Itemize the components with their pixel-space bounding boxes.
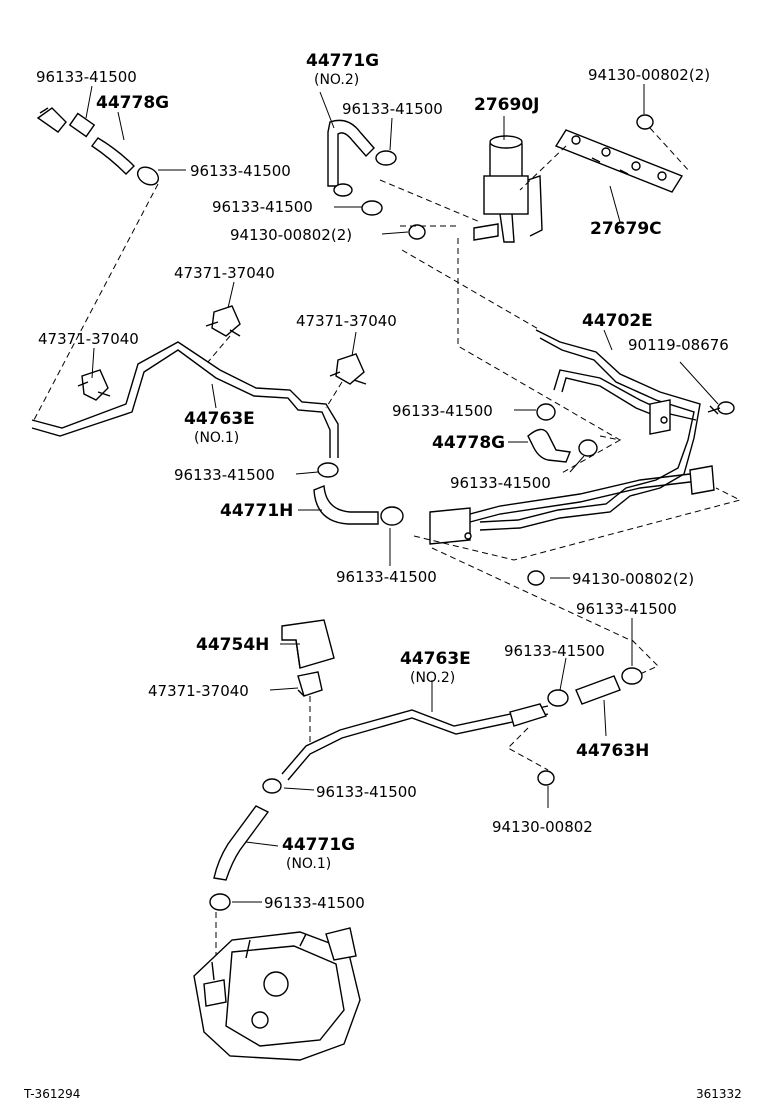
part-label: (NO.2) (314, 72, 359, 88)
part-label: 96133-41500 (316, 783, 417, 801)
leader-lines (85, 84, 719, 903)
hose-44763h (575, 675, 621, 705)
part-label: (NO.1) (194, 430, 239, 446)
part-label: 47371-37040 (148, 682, 249, 700)
part-label: 44754H (196, 635, 269, 655)
engine-component (193, 927, 361, 1061)
clamp-icon (578, 439, 598, 457)
hose-44771h (313, 484, 379, 525)
clamp-icon (262, 778, 282, 794)
part-label: 27679C (590, 219, 662, 239)
clamp-icon (209, 893, 231, 911)
clamp-icon (317, 462, 339, 478)
clamp-icon (375, 150, 397, 166)
part-label: 96133-41500 (392, 402, 493, 420)
part-label: 44778G (96, 93, 169, 113)
pipe-44763e-no1 (31, 341, 339, 458)
part-label: 47371-37040 (38, 330, 139, 348)
part-label: 44771G (282, 835, 355, 855)
hose-44778g-top (36, 107, 160, 186)
diagram-id-right: 361332 (696, 1087, 742, 1101)
clamp-icon (621, 667, 643, 685)
part-label: 90119-08676 (628, 336, 729, 354)
part-label: 44763E (400, 649, 471, 669)
part-label: 96133-41500 (576, 600, 677, 618)
nut-icon (408, 224, 426, 240)
part-label: (NO.2) (410, 670, 455, 686)
clip-47371-mid (205, 305, 241, 337)
nut-icon (527, 570, 545, 586)
vsv-27690j (473, 135, 543, 243)
part-label: 96133-41500 (212, 198, 313, 216)
part-label: 94130-00802(2) (572, 570, 694, 588)
part-label: 47371-37040 (296, 312, 397, 330)
part-label: 27690J (474, 95, 539, 115)
bolt-90119 (707, 401, 735, 415)
clamp-icon (536, 403, 556, 421)
clip-47371-bottom (297, 671, 323, 697)
nut-icon (537, 770, 555, 786)
bracket-27679c (554, 129, 684, 193)
clip-47371-left (77, 369, 111, 401)
part-label: 96133-41500 (190, 162, 291, 180)
part-label: 96133-41500 (342, 100, 443, 118)
part-label: 44763H (576, 741, 649, 761)
part-label: 94130-00802(2) (588, 66, 710, 84)
hose-44771g-no1 (213, 805, 270, 881)
part-label: 44778G (432, 433, 505, 453)
clamp-icon (361, 200, 383, 216)
part-label: 96133-41500 (36, 68, 137, 86)
clip-47371-right (329, 353, 367, 385)
part-label: (NO.1) (286, 856, 331, 872)
part-label: 96133-41500 (174, 466, 275, 484)
part-label: 96133-41500 (336, 568, 437, 586)
hose-44771g-no2 (327, 119, 375, 197)
part-label: 96133-41500 (264, 894, 365, 912)
clamp-icon (547, 689, 569, 707)
part-label: 44771H (220, 501, 293, 521)
nut-icon (636, 114, 654, 130)
part-label: 94130-00802(2) (230, 226, 352, 244)
part-label: 44771G (306, 51, 379, 71)
bracket-44754h (281, 619, 335, 669)
part-label: 44763E (184, 409, 255, 429)
clamp-icon (380, 506, 404, 526)
part-label: 94130-00802 (492, 818, 593, 836)
part-label: 96133-41500 (450, 474, 551, 492)
part-label: 47371-37040 (174, 264, 275, 282)
pipe-assembly-44702e (429, 329, 715, 545)
part-label: 96133-41500 (504, 642, 605, 660)
hose-44778g-mid (527, 428, 571, 463)
diagram-id-left: T-361294 (23, 1087, 80, 1101)
part-label: 44702E (582, 311, 653, 331)
pipe-44763e-no2 (281, 703, 549, 781)
